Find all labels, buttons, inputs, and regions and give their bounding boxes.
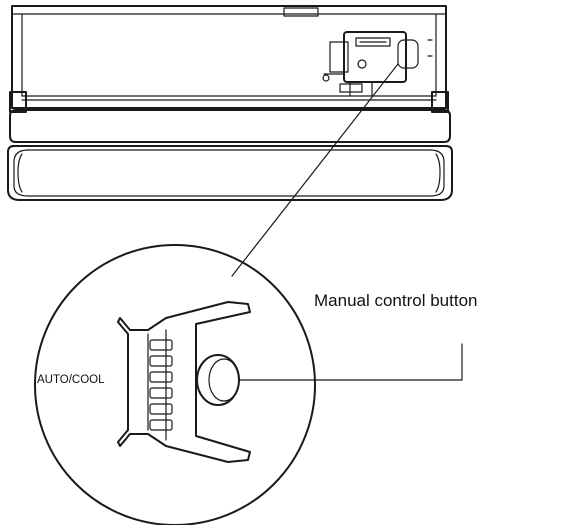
- leader-line: [231, 63, 399, 277]
- control-box: [322, 31, 433, 97]
- manual-control-button[interactable]: [196, 354, 240, 406]
- callout-line: [239, 343, 463, 381]
- button-bracket: [117, 301, 251, 463]
- mode-label: AUTO/COOL: [37, 374, 105, 386]
- callout: Manual control button: [239, 291, 478, 381]
- panel-slots: [149, 339, 173, 431]
- button-panel: AUTO/COOL: [37, 301, 251, 463]
- unit-top-body: [11, 5, 447, 109]
- unit-front-bar: [9, 109, 451, 143]
- indoor-unit: [7, 5, 453, 201]
- right-hinge: [431, 91, 449, 113]
- callout-label: Manual control button: [314, 291, 478, 310]
- magnifier-circle: [34, 244, 316, 525]
- unit-louver: [7, 145, 453, 201]
- left-hinge: [9, 91, 27, 113]
